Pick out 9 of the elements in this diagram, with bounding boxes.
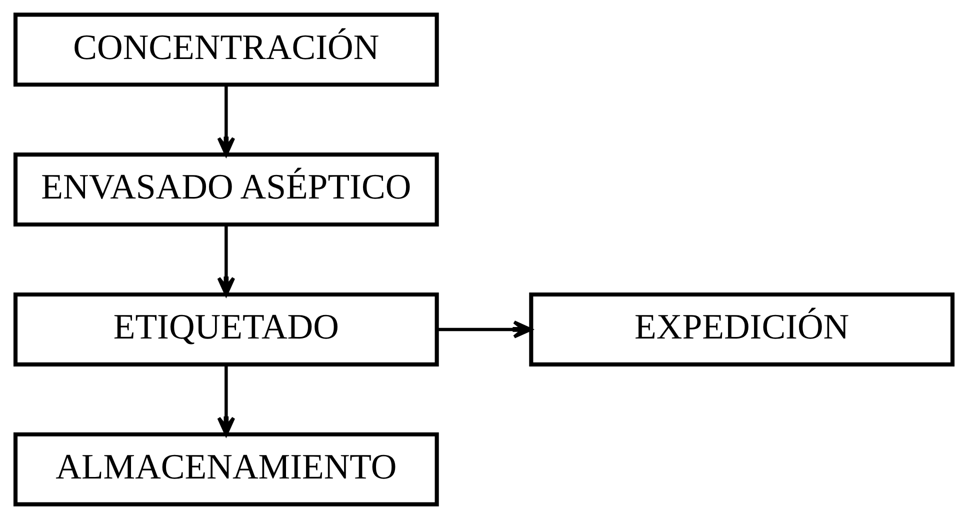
node-box: ENVASADO ASÉPTICO [13, 152, 439, 227]
node-box: CONCENTRACIÓN [13, 12, 439, 87]
node-box: EXPEDICIÓN [529, 292, 955, 366]
arrow [437, 320, 532, 338]
arrow [217, 364, 236, 436]
arrow [217, 85, 236, 156]
arrow [217, 224, 236, 296]
node-box: ETIQUETADO [13, 292, 439, 366]
node-box: ALMACENAMIENTO [13, 432, 439, 506]
